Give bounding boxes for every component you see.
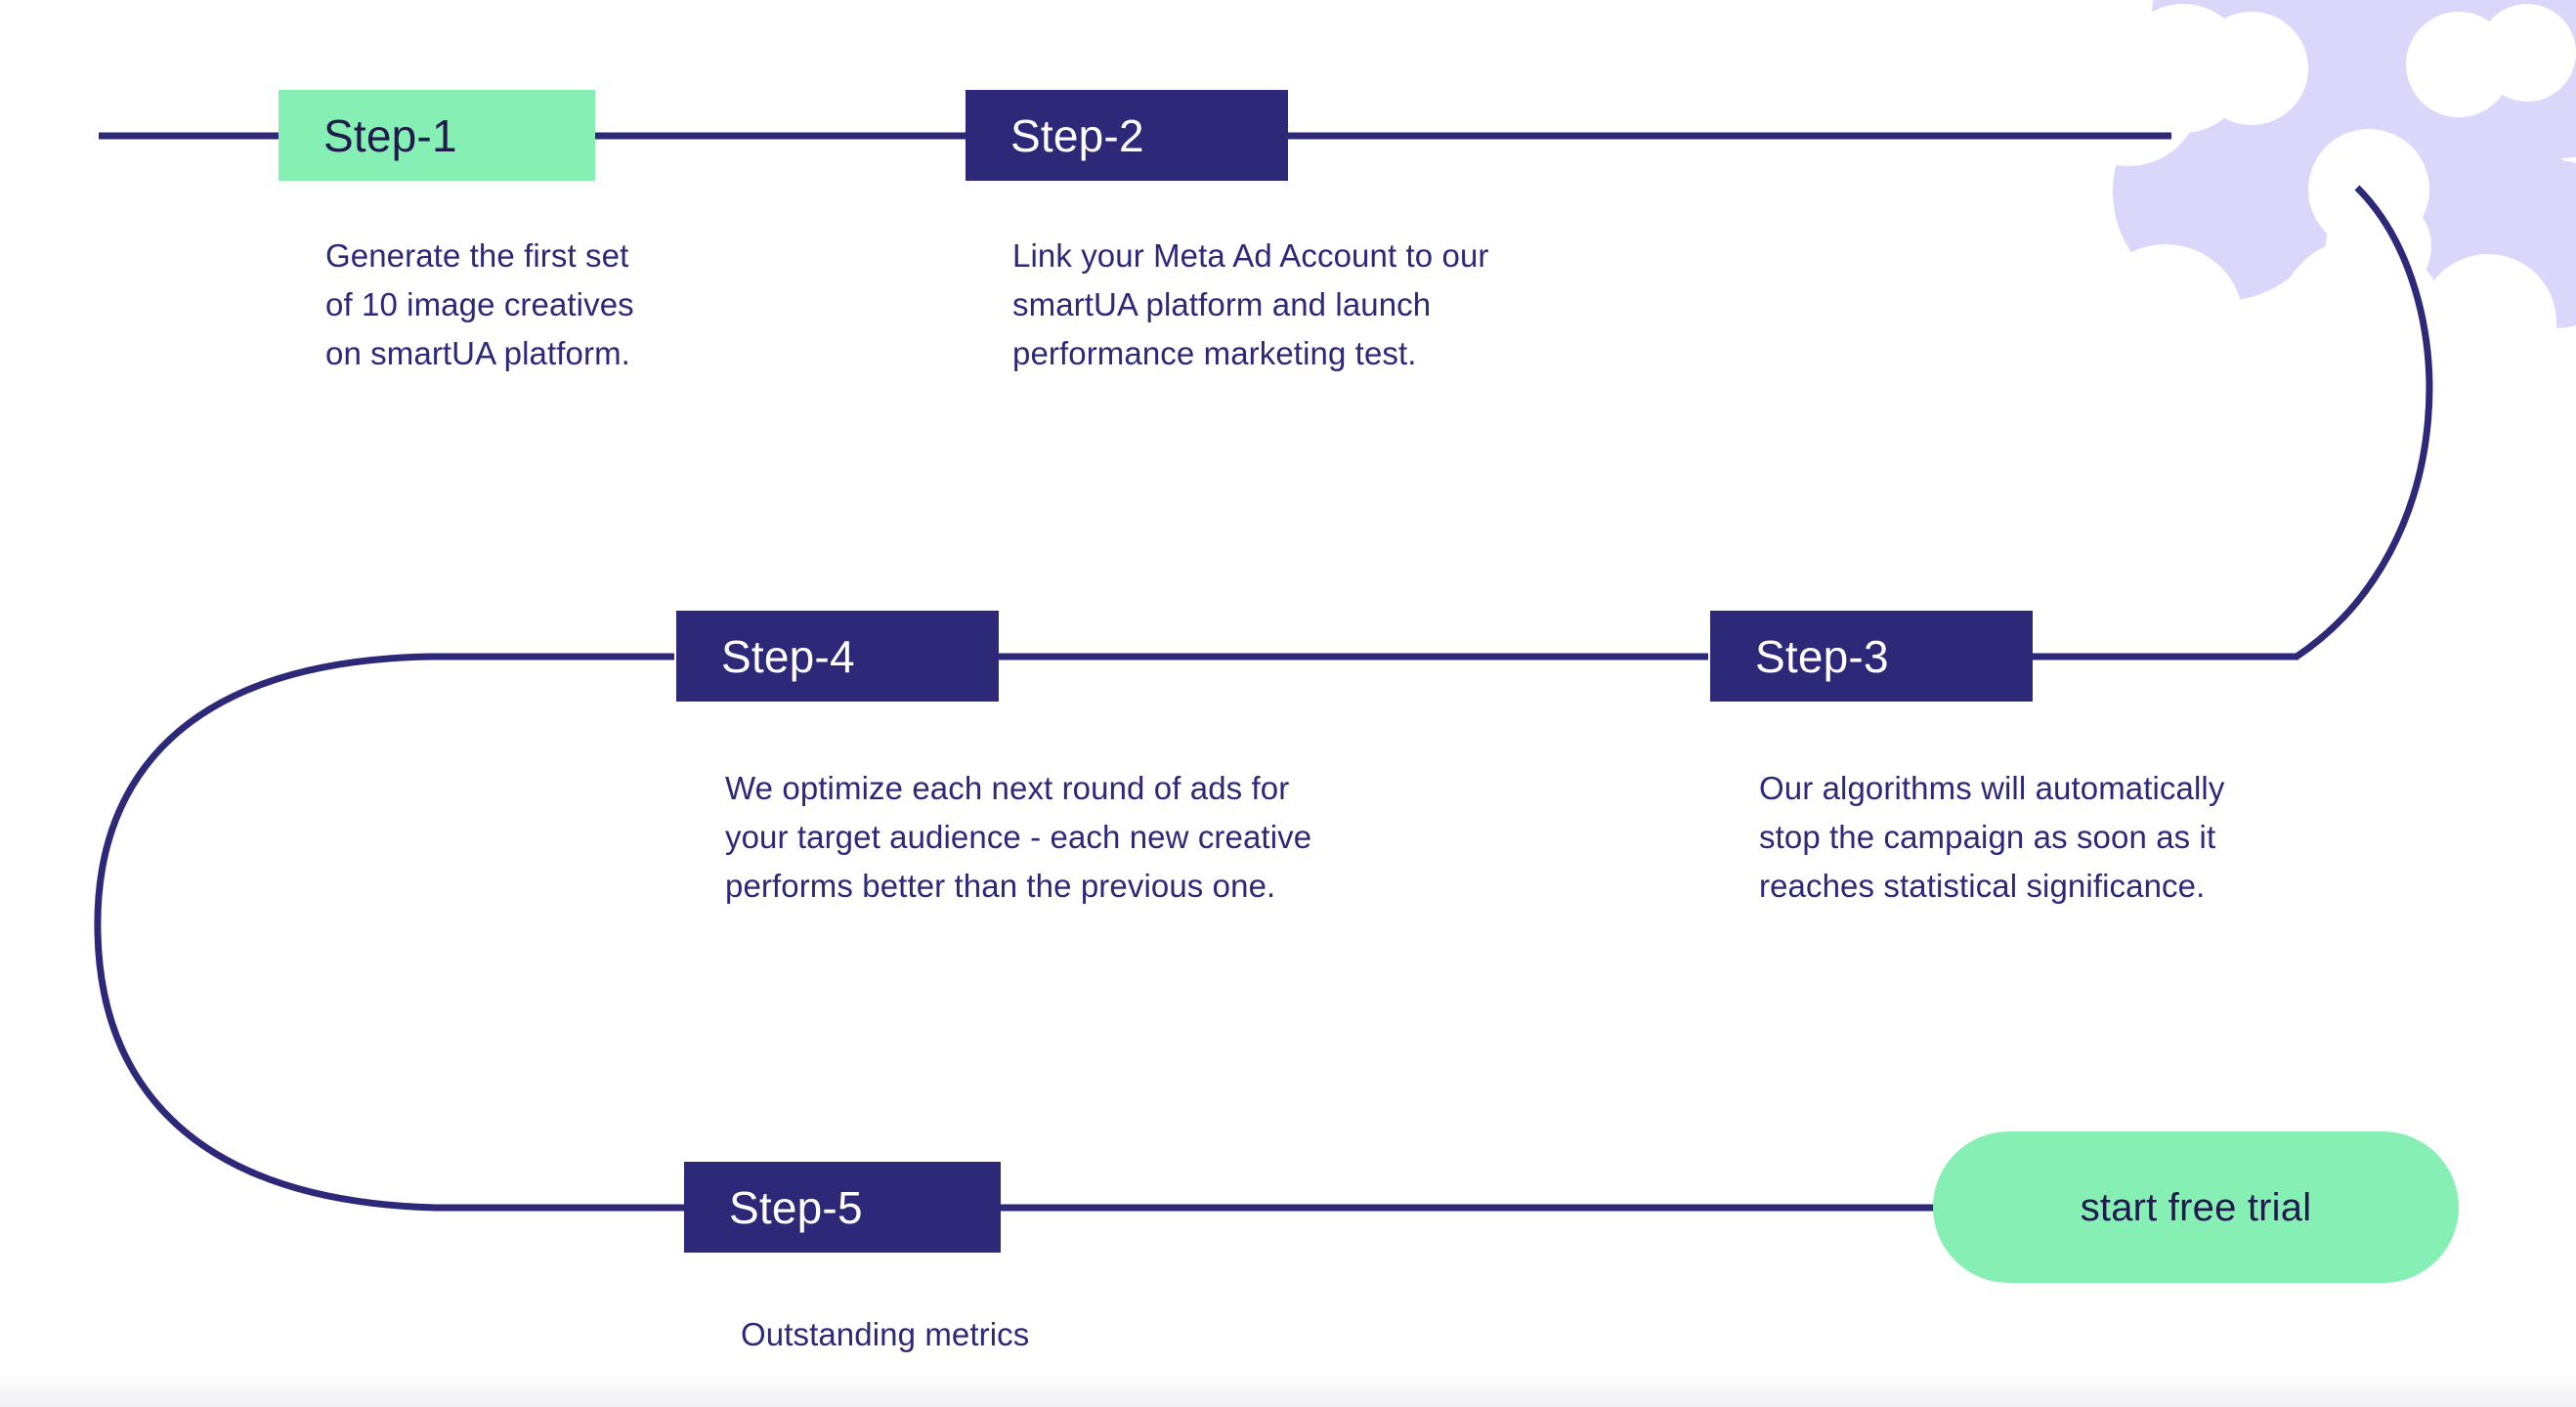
step-box-step-1[interactable]: Step-1 (279, 90, 595, 181)
step-description-step-4: We optimize each next round of ads for y… (725, 770, 1312, 904)
step-description-step-5: Outstanding metrics (741, 1316, 1030, 1352)
step-label-step-4: Step-4 (721, 630, 855, 682)
step-label-step-3: Step-3 (1755, 630, 1889, 682)
blob-negative-space (2056, 4, 2576, 406)
step-box-step-5[interactable]: Step-5 (684, 1162, 1001, 1253)
step-box-step-2[interactable]: Step-2 (966, 90, 1288, 181)
step-description-step-3: Our algorithms will automatically stop t… (1759, 770, 2225, 904)
blob-svg (2056, 0, 2576, 406)
step-box-step-4[interactable]: Step-4 (676, 611, 999, 702)
step-label-step-5: Step-5 (729, 1181, 863, 1233)
step-label-step-2: Step-2 (1010, 109, 1144, 161)
step-box-step-3[interactable]: Step-3 (1710, 611, 2033, 702)
bottom-edge-band (0, 1372, 2576, 1407)
blob-shapes (2113, 0, 2576, 328)
step-description-step-1: Generate the first set of 10 image creat… (325, 237, 634, 371)
step-description-step-2: Link your Meta Ad Account to our smartUA… (1012, 237, 1489, 371)
start-free-trial-label: start free trial (2080, 1185, 2312, 1229)
start-free-trial-button[interactable]: start free trial (1933, 1131, 2459, 1283)
step-label-step-1: Step-1 (323, 109, 457, 161)
connector-right-curve (2295, 185, 2433, 660)
lavender-splash-blob (2056, 0, 2576, 406)
connector-left-curve (94, 653, 437, 1212)
